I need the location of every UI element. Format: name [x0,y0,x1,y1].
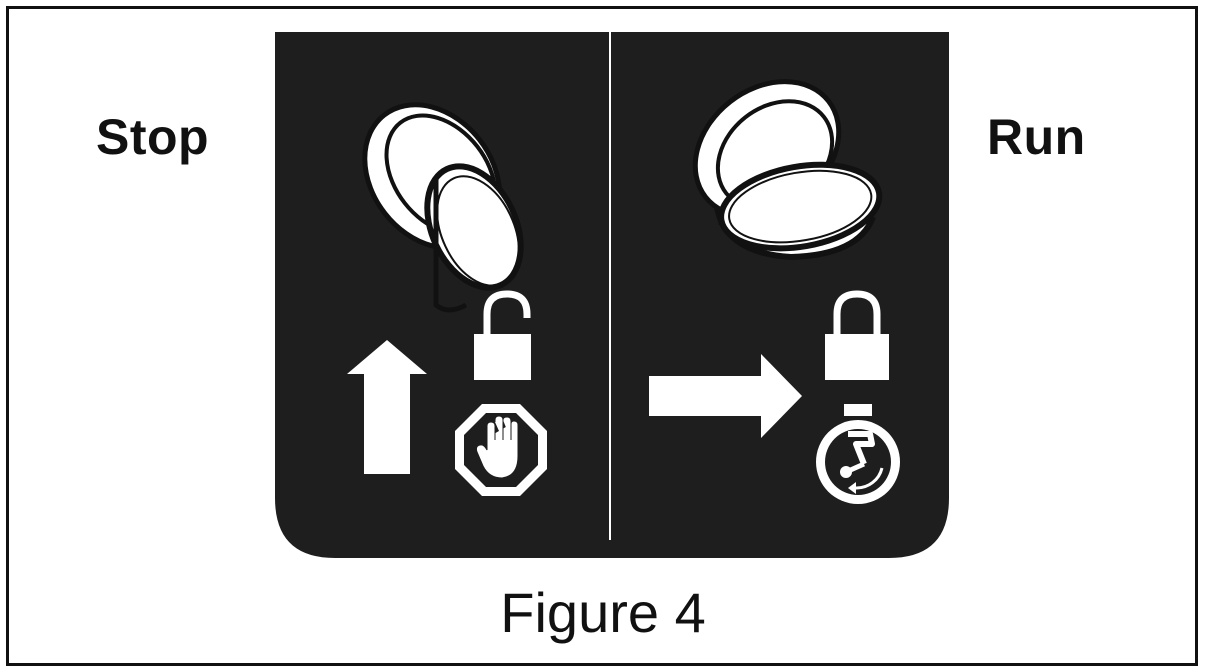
figure-caption: Figure 4 [0,585,1206,641]
run-label: Run [987,112,1086,162]
stop-hand-icon [455,404,547,496]
stop-label: Stop [96,112,209,162]
decal-panel [275,32,949,558]
